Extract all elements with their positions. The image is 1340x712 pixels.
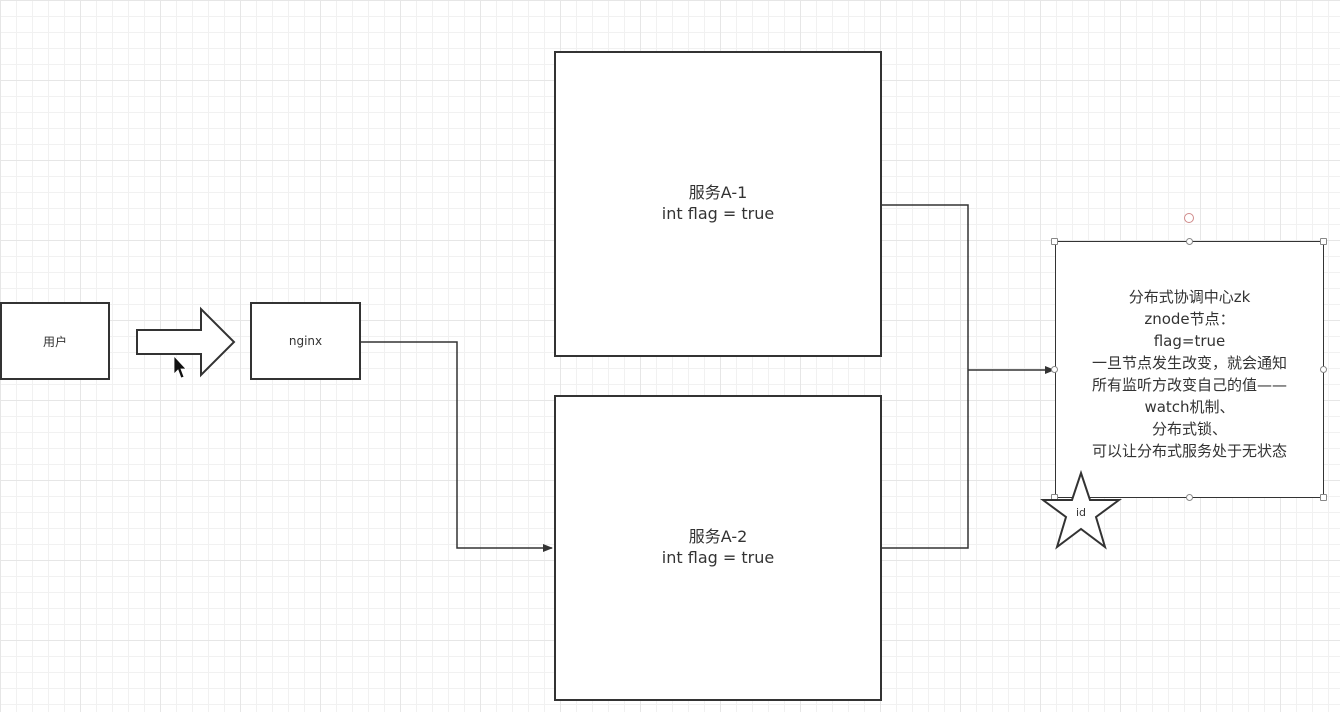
rotate-handle[interactable] [1184,213,1194,223]
service-a2-title: 服务A-2 [688,527,748,546]
mouse-cursor-icon [173,354,187,379]
connector-service-a1-to-zk[interactable] [881,204,969,370]
service-a1-box[interactable]: 服务A-1 int flag = true [554,51,882,357]
nginx-box-label: nginx [288,334,323,348]
connector-nginx-to-service-a2[interactable] [360,341,553,552]
service-a1-flag: int flag = true [661,204,775,223]
star-label: id [1076,506,1086,519]
connector-service-a2-to-zk[interactable] [881,370,969,549]
resize-handle-top-right[interactable] [1320,238,1327,245]
user-box-label: 用户 [42,334,67,349]
star-icon [1040,469,1122,550]
zk-line-1: 分布式协调中心zk [1128,287,1251,306]
service-a1-title: 服务A-1 [688,183,748,202]
resize-handle-bottom[interactable] [1186,494,1193,501]
block-arrow-shape[interactable] [136,306,236,378]
zk-line-3: flag=true [1153,331,1226,350]
service-a2-box[interactable]: 服务A-2 int flag = true [554,395,882,701]
zk-line-5: 所有监听方改变自己的值—— [1091,375,1287,394]
user-box[interactable]: 用户 [0,302,110,380]
zk-line-8: 可以让分布式服务处于无状态 [1091,441,1287,460]
nginx-box[interactable]: nginx [250,302,361,380]
resize-handle-left[interactable] [1051,366,1058,373]
resize-handle-right[interactable] [1320,366,1327,373]
zk-line-6: watch机制、 [1144,397,1235,416]
service-a2-flag: int flag = true [661,548,775,567]
resize-handle-top[interactable] [1186,238,1193,245]
zk-line-7: 分布式锁、 [1151,419,1227,438]
star-shape[interactable]: id [1040,468,1122,552]
resize-handle-top-left[interactable] [1051,238,1058,245]
zk-line-2: znode节点： [1144,309,1235,328]
zk-coordination-box[interactable]: 分布式协调中心zk znode节点： flag=true 一旦节点发生改变，就会… [1055,241,1324,498]
resize-handle-bottom-right[interactable] [1320,494,1327,501]
zk-line-4: 一旦节点发生改变，就会通知 [1091,353,1287,372]
